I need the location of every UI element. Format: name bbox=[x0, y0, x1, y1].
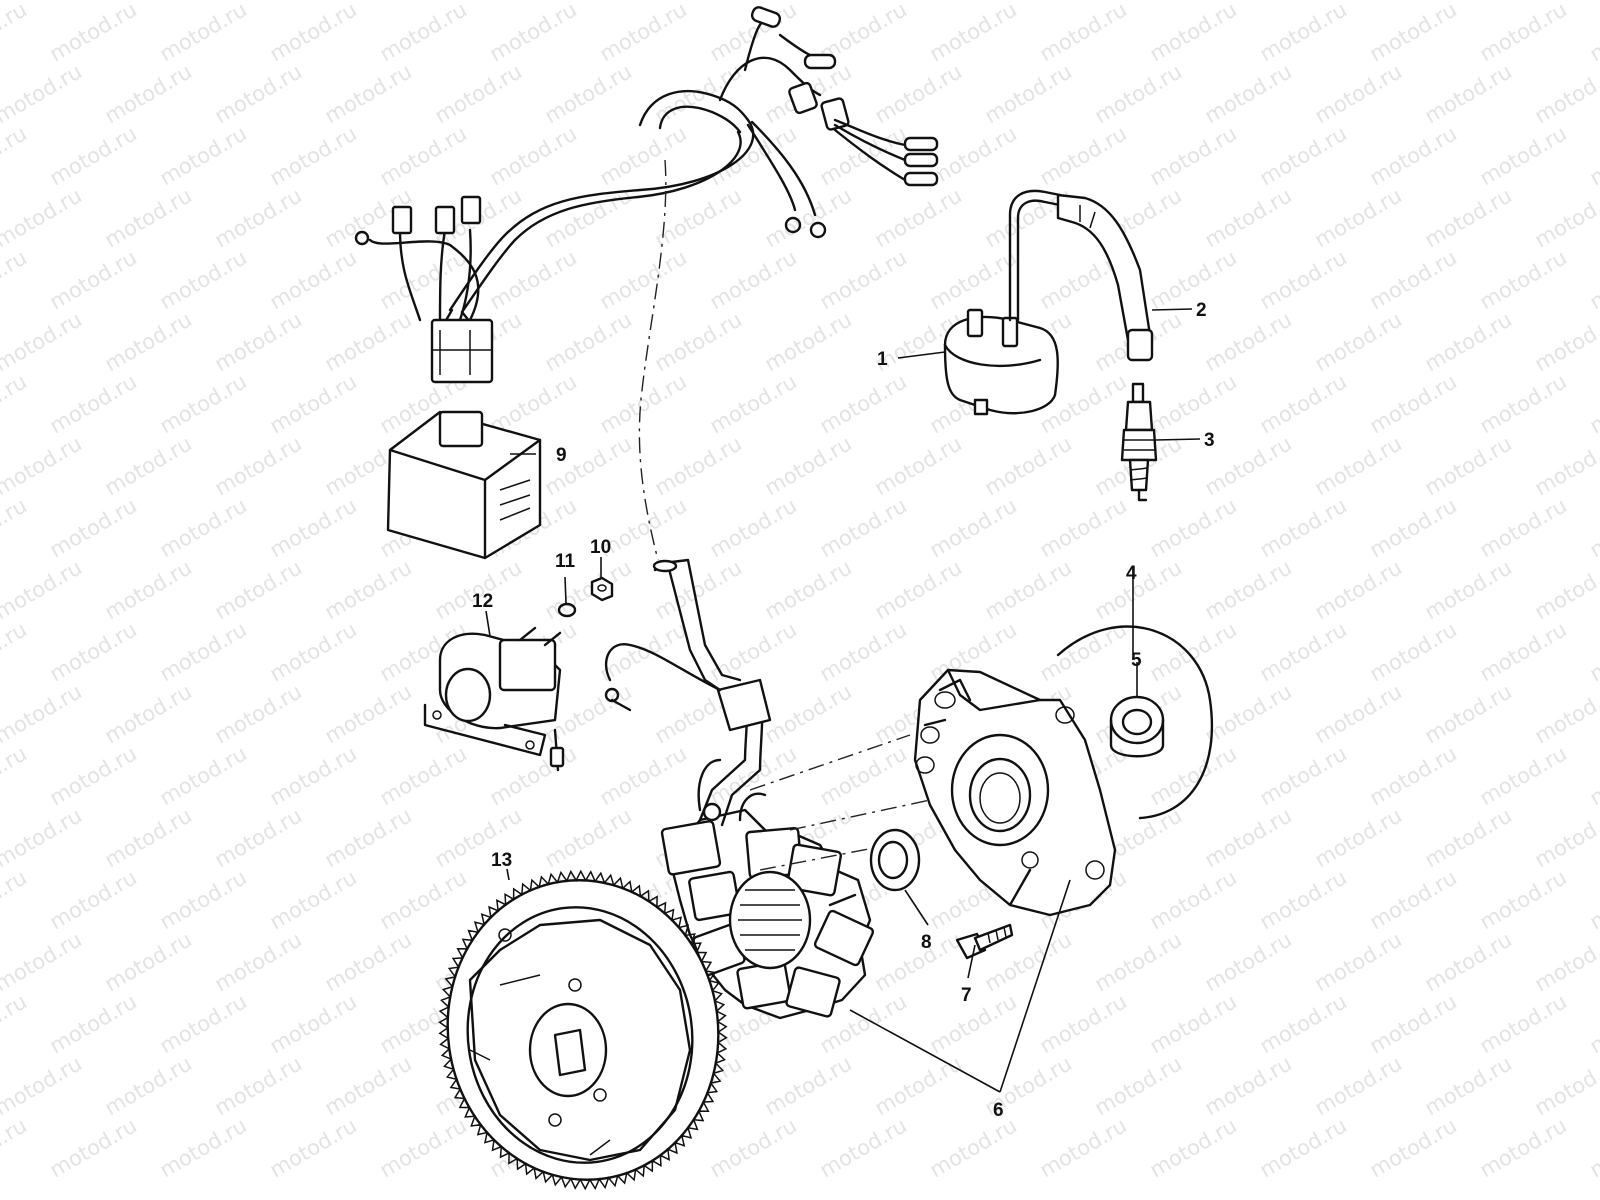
bolt bbox=[955, 923, 1014, 960]
ignition-coil bbox=[943, 189, 1062, 416]
stator-plate bbox=[913, 668, 1117, 917]
callout-1: 1 bbox=[877, 349, 888, 370]
callout-11: 11 bbox=[555, 551, 576, 572]
cdi-unit bbox=[386, 410, 542, 560]
flywheel-ring-gear bbox=[438, 869, 728, 1191]
spark-plug-cap bbox=[1056, 193, 1154, 362]
callout-4: 4 bbox=[1126, 563, 1137, 584]
spark-plug bbox=[1120, 382, 1158, 502]
oil-seal bbox=[869, 828, 921, 892]
callout-2: 2 bbox=[1196, 300, 1207, 321]
callout-13: 13 bbox=[491, 850, 512, 871]
callout-8: 8 bbox=[921, 932, 932, 953]
leader-lines bbox=[485, 308, 1201, 1093]
o-ring bbox=[1056, 625, 1214, 820]
callout-labels: 1 2 3 4 5 6 7 8 9 10 11 12 13 bbox=[472, 300, 1215, 1121]
bearing bbox=[1109, 695, 1165, 758]
stator bbox=[652, 558, 875, 1020]
callout-7: 7 bbox=[961, 985, 972, 1006]
nut bbox=[590, 576, 614, 602]
callout-6: 6 bbox=[993, 1100, 1004, 1121]
callout-3: 3 bbox=[1204, 430, 1215, 451]
callout-5: 5 bbox=[1131, 650, 1142, 671]
starter-relay bbox=[423, 626, 722, 772]
washer bbox=[557, 602, 577, 618]
callout-12: 12 bbox=[472, 591, 493, 612]
callout-9: 9 bbox=[556, 445, 567, 466]
wiring-harness bbox=[354, 6, 939, 384]
flywheel bbox=[438, 869, 728, 1191]
callout-10: 10 bbox=[590, 537, 611, 558]
